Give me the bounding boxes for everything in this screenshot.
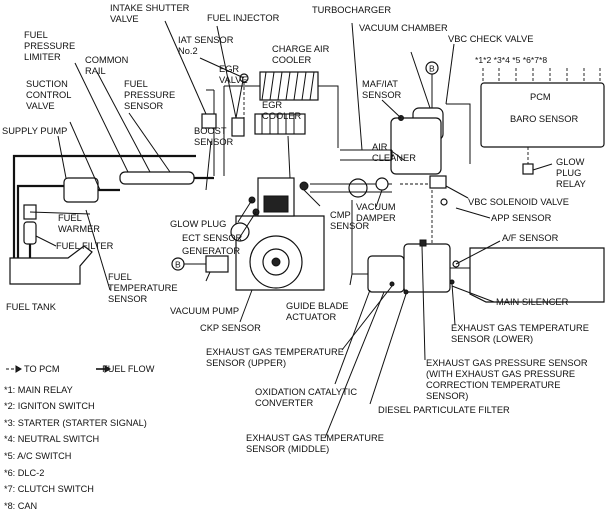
supply-pump-shape	[63, 177, 99, 203]
fuel-tank-shape	[9, 245, 93, 285]
vacuum-damper-shape	[375, 177, 389, 191]
fuel-pressure-sensor-label: FUEL PRESSURE SENSOR	[124, 79, 178, 111]
maf-iat-sensor-label: MAF/IAT SENSOR	[362, 79, 402, 100]
leader-lines	[29, 20, 553, 439]
fuel-injector-label: FUEL INJECTOR	[207, 13, 280, 23]
common-rail-label: COMMON RAIL	[85, 55, 131, 76]
main-silencer-shape	[469, 247, 605, 303]
glow-plug-label: GLOW PLUG	[170, 219, 226, 229]
boost-sensor-label: BOOST SENSOR	[194, 126, 234, 147]
fuel-flow-lines	[12, 154, 214, 258]
intake-shutter-valve-label: INTAKE SHUTTER VALVE	[110, 3, 192, 24]
vbc-solenoid-valve-label: VBC SOLENOID VALVE	[468, 197, 569, 207]
air-cleaner-shape	[390, 117, 442, 175]
ect-sensor-label: ECT SENSOR	[182, 233, 243, 243]
egr-cooler-label: EGR COOLER	[262, 100, 302, 121]
vacuum-ref-b-top-label: B	[429, 64, 435, 74]
main-silencer-label: MAIN SILENCER	[496, 297, 569, 307]
af-sensor-label: A/F SENSOR	[502, 233, 559, 243]
fuel-warmer-label: FUEL WARMER	[58, 213, 100, 234]
vacuum-pump-label: VACUUM PUMP	[170, 306, 239, 316]
vacuum-damper-label: VACUUM DAMPER	[356, 202, 398, 223]
charge-air-cooler-label: CHARGE AIR COOLER	[272, 44, 332, 65]
pcm-box	[480, 82, 605, 148]
egr-valve-label: EGR VALVE	[219, 64, 248, 85]
oxidation-catalytic-converter-label: OXIDATION CATALYTIC CONVERTER	[255, 387, 360, 408]
intake-shutter-valve-shape	[201, 113, 217, 129]
legend-item: *8: CAN	[4, 500, 38, 511]
legend: TO PCM FUEL FLOW *1: MAIN RELAY *2: IGNI…	[4, 361, 204, 514]
egt-sensor-lower-label: EXHAUST GAS TEMPERATURE SENSOR (LOWER)	[451, 323, 592, 344]
vbc-solenoid-valve-shape	[429, 175, 447, 189]
ckp-sensor-label: CKP SENSOR	[200, 323, 261, 333]
legend-item: *5: A/C SWITCH	[4, 450, 72, 461]
vacuum-pump-shape	[205, 255, 229, 273]
iat-sensor-2-label: IAT SENSOR No.2	[178, 35, 236, 56]
air-cleaner-label: AIR CLEANER	[372, 142, 416, 163]
fuel-filter-shape	[23, 221, 37, 245]
pcm-inputs-label: *1*2 *3*4 *5 *6*7*8	[475, 55, 547, 65]
oxidation-catalytic-converter-shape	[367, 255, 405, 293]
engine-control-system-diagram: B B	[2, 3, 605, 454]
cmp-sensor-label: CMP SENSOR	[330, 210, 370, 231]
supply-pump-label: SUPPLY PUMP	[2, 126, 67, 136]
legend-fuel-flow: FUEL FLOW	[102, 364, 155, 374]
legend-symbols	[6, 365, 111, 373]
legend-item: *7: CLUTCH SWITCH	[4, 484, 94, 495]
app-sensor-label: APP SENSOR	[491, 213, 552, 223]
legend-to-pcm: TO PCM	[24, 364, 60, 374]
fuel-filter-label: FUEL FILTER	[56, 241, 114, 251]
pcm-input-leads	[482, 68, 601, 83]
turbocharger-label: TURBOCHARGER	[312, 5, 391, 15]
vacuum-chamber-label: VACUUM CHAMBER	[359, 23, 448, 33]
egr-cooler-shape	[254, 113, 306, 135]
generator-shape	[230, 222, 250, 242]
diesel-particulate-filter-shape	[403, 243, 451, 293]
legend-item: *3: STARTER (STARTER SIGNAL)	[4, 417, 147, 428]
glow-plug-relay-box	[522, 163, 534, 175]
legend-item: *1: MAIN RELAY	[4, 384, 73, 395]
legend-item: *4: NEUTRAL SWITCH	[4, 434, 100, 445]
egr-valve-shape	[231, 117, 245, 137]
pcm-label: PCM	[530, 92, 551, 102]
glow-plug-relay-label: GLOW PLUG RELAY	[556, 157, 587, 189]
common-rail-shape	[119, 171, 195, 185]
turbocharger-shape	[348, 178, 368, 198]
exhaust-gas-pressure-sensor-label: EXHAUST GAS PRESSURE SENSOR (WITH EXHAUS…	[426, 358, 590, 401]
egt-sensor-upper-label: EXHAUST GAS TEMPERATURE SENSOR (UPPER)	[206, 347, 347, 368]
guide-blade-actuator-label: GUIDE BLADE ACTUATOR	[286, 301, 351, 322]
egt-sensor-middle-label: EXHAUST GAS TEMPERATURE SENSOR (MIDDLE)	[246, 433, 387, 454]
legend-item: *6: DLC-2	[4, 467, 45, 478]
generator-label: GENERATOR	[182, 246, 240, 256]
vbc-check-valve-label: VBC CHECK VALVE	[448, 34, 533, 44]
fuel-tank-label: FUEL TANK	[6, 302, 57, 312]
suction-control-valve-label: SUCTION CONTROL VALVE	[26, 79, 74, 111]
legend-key-row: TO PCM FUEL FLOW	[4, 361, 204, 378]
baro-sensor-label: BARO SENSOR	[510, 114, 578, 124]
fuel-pressure-limiter-label: FUEL PRESSURE LIMITER	[24, 30, 78, 62]
legend-item: *2: IGNITON SWITCH	[4, 401, 95, 412]
fuel-temperature-sensor-label: FUEL TEMPERATURE SENSOR	[108, 272, 180, 304]
diesel-particulate-filter-label: DIESEL PARTICULATE FILTER	[378, 405, 510, 415]
vacuum-ref-b-bottom-label: B	[175, 260, 181, 270]
